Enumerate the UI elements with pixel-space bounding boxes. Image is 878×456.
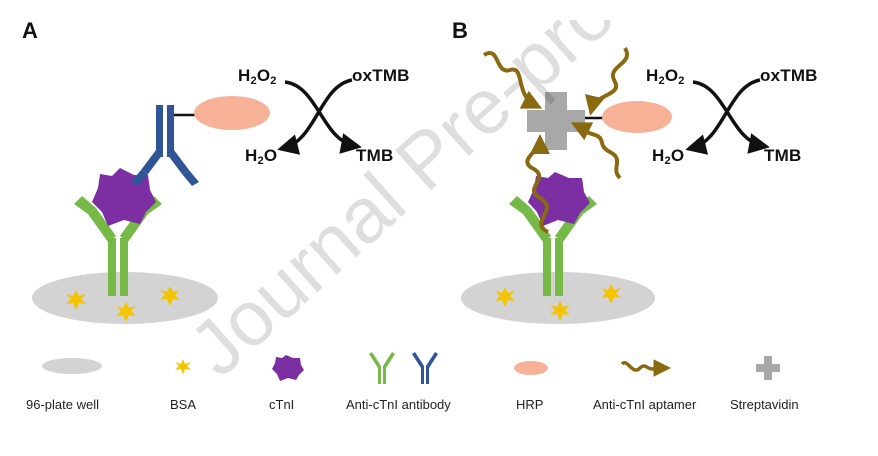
- aptamer-b-4: [570, 122, 622, 180]
- legend-label-antibody: Anti-cTnI antibody: [346, 397, 451, 412]
- legend-icon-well: [42, 358, 102, 374]
- label-tmb-b: TMB: [764, 146, 802, 165]
- reaction-arrow-a-1: [284, 80, 362, 154]
- panel-a-diagram: [32, 78, 362, 324]
- bsa-a-2: [116, 302, 136, 322]
- bsa-a-1: [66, 290, 86, 310]
- label-oxtmb-b: oxTMB: [760, 66, 818, 85]
- legend-icon-bsa: [175, 359, 191, 375]
- detection-antibody-a: [131, 105, 199, 186]
- legend-label-streptavidin: Streptavidin: [730, 397, 799, 412]
- panel-label-b: B: [452, 18, 468, 43]
- panel-b-diagram: [461, 46, 770, 324]
- legend-label-aptamer: Anti-cTnI aptamer: [593, 397, 697, 412]
- label-h2o-b: H2O: [652, 146, 685, 167]
- legend-label-ctni: cTnI: [269, 397, 295, 412]
- reaction-arrow-b-2: [685, 78, 761, 155]
- label-tmb-a: TMB: [356, 146, 394, 165]
- bsa-b-3: [601, 284, 621, 304]
- legend-icon-hrp: [514, 361, 548, 375]
- figure-canvas: A B H2O2 oxTMB H2O TMB H2O2 oxTMB H2O TM…: [22, 18, 818, 412]
- streptavidin-b: [527, 92, 585, 150]
- schematic-diagram: [32, 46, 780, 384]
- legend-icon-antibody-green: [369, 352, 395, 384]
- aptamer-b-2: [584, 46, 629, 116]
- legend-label-bsa: BSA: [170, 397, 197, 412]
- legend-label-hrp: HRP: [516, 397, 544, 412]
- label-h2o2-b: H2O2: [646, 66, 685, 87]
- aptamer-b-1: [482, 51, 543, 109]
- reaction-arrow-a-2: [277, 78, 353, 155]
- reaction-arrow-b-1: [692, 80, 770, 154]
- hrp-a: [194, 96, 270, 130]
- legend-icon-aptamer: [620, 359, 671, 377]
- aptamer-b-3: [525, 134, 550, 234]
- legend-label-well: 96-plate well: [26, 397, 99, 412]
- legend-icon-ctni: [272, 355, 304, 381]
- bsa-b-1: [495, 287, 515, 307]
- legend-icon-streptavidin: [756, 356, 780, 380]
- label-h2o-a: H2O: [245, 146, 278, 167]
- legend-icon-antibody-blue: [412, 352, 438, 384]
- legend-icons: [42, 352, 780, 384]
- well-a: [32, 272, 218, 324]
- hrp-b: [602, 101, 672, 133]
- panel-label-a: A: [22, 18, 38, 43]
- bsa-b-2: [550, 301, 570, 321]
- well-b: [461, 272, 655, 324]
- label-h2o2-a: H2O2: [238, 66, 277, 87]
- bsa-a-3: [160, 286, 180, 306]
- label-oxtmb-a: oxTMB: [352, 66, 410, 85]
